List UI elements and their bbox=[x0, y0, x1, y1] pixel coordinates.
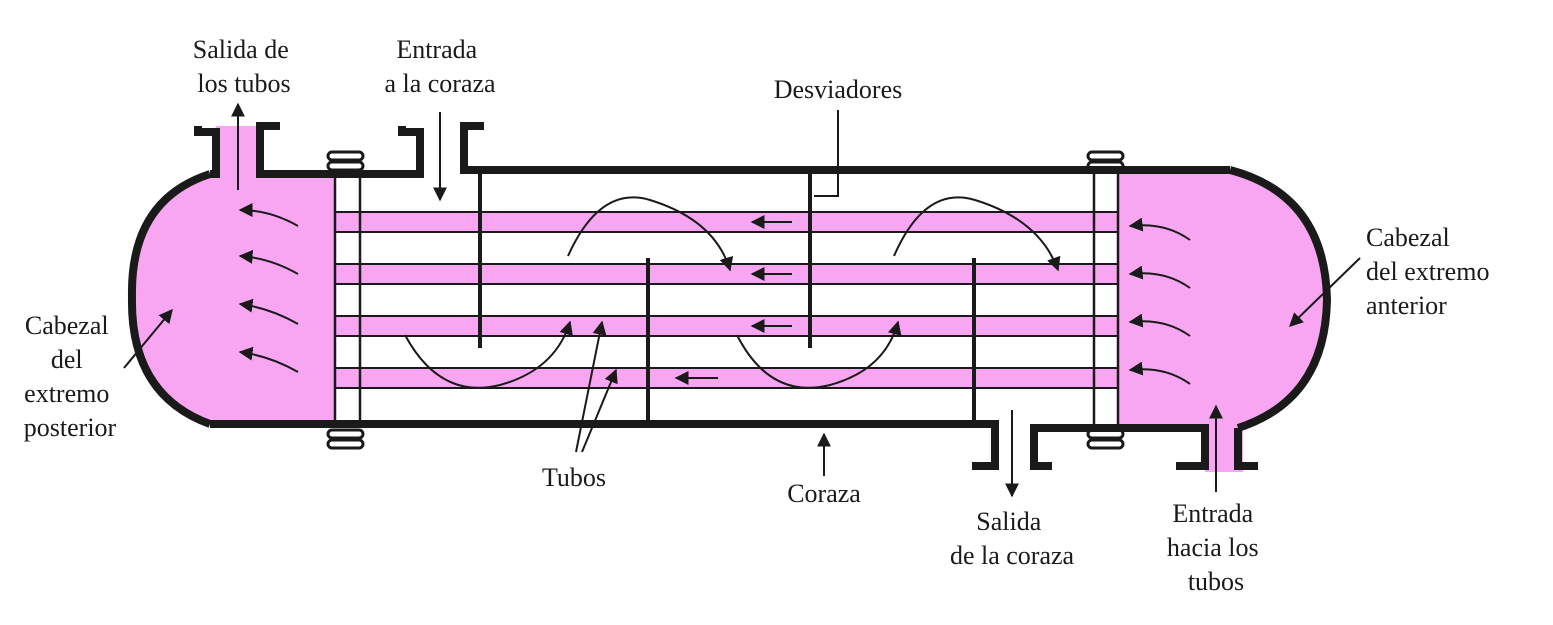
tube-sheets bbox=[333, 170, 1120, 428]
label-shell-inlet: Entrada a la coraza bbox=[384, 35, 496, 98]
label-shell-outlet: Salida de la coraza bbox=[950, 507, 1075, 570]
tube-flow-arrows bbox=[674, 215, 792, 385]
label-baffles: Desviadores bbox=[774, 75, 903, 104]
tubes-outline bbox=[335, 211, 1118, 389]
label-tubes: Tubos bbox=[542, 463, 606, 492]
nozzle-arrows bbox=[231, 102, 1223, 498]
label-front-head: Cabezal del extremo anterior bbox=[1366, 223, 1496, 320]
flanges bbox=[326, 150, 1125, 450]
label-tube-inlet: Entrada hacia los tubos bbox=[1167, 499, 1265, 596]
rear-head-arrows bbox=[238, 203, 299, 373]
label-rear-head: Cabezal del extremo posterior bbox=[24, 311, 117, 442]
label-tube-outlet: Salida de los tubos bbox=[193, 35, 296, 98]
baffles bbox=[478, 170, 976, 424]
shell-outline bbox=[127, 122, 1332, 470]
label-shell: Coraza bbox=[787, 479, 861, 508]
front-head-arrows bbox=[1128, 217, 1191, 385]
shell-flow-arrows bbox=[404, 196, 1061, 389]
front-head-fluid bbox=[1118, 170, 1327, 428]
rear-head-fluid bbox=[131, 174, 335, 424]
tube-fluid-bands bbox=[335, 212, 1118, 388]
leader-lines bbox=[123, 110, 1361, 476]
